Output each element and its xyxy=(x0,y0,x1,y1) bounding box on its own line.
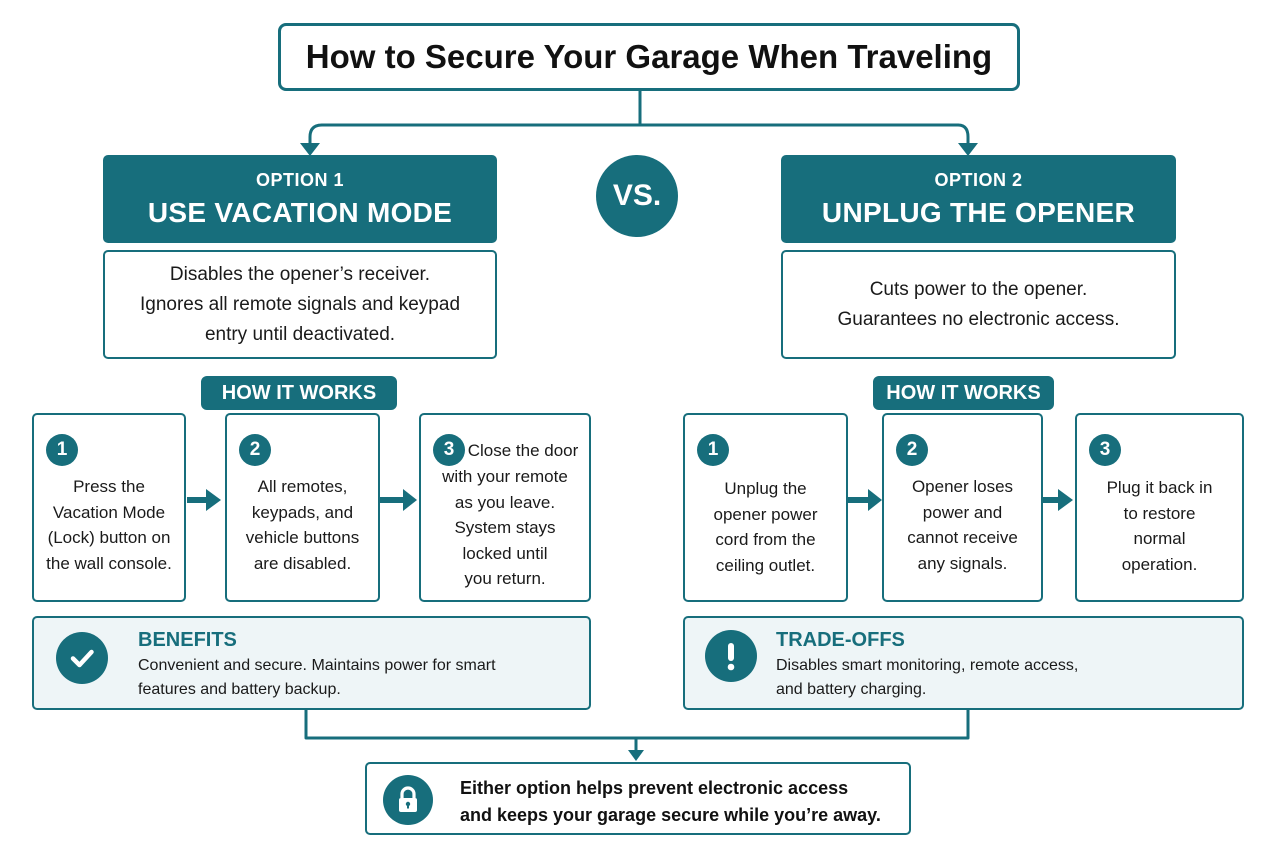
tradeoffs-text: Disables smart monitoring, remote access… xyxy=(776,654,1078,702)
summary-text-line: Either option helps prevent electronic a… xyxy=(460,778,849,798)
step-text: All remotes, keypads, and vehicle button… xyxy=(233,474,372,576)
step-text-line: ceiling outlet. xyxy=(715,555,816,575)
step-text-line: locked until xyxy=(462,543,548,563)
step-text-line: All remotes, xyxy=(257,477,348,496)
option1-step-1: 1 Press the Vacation Mode (Lock) button … xyxy=(32,413,186,602)
option2-header: OPTION 2 UNPLUG THE OPENER xyxy=(781,155,1176,243)
step-text-line: operation. xyxy=(1121,554,1198,574)
page-title-text: How to Secure Your Garage When Traveling xyxy=(305,38,993,75)
tradeoffs-text-line: Disables smart monitoring, remote access… xyxy=(776,657,1079,674)
step-text-line: any signals. xyxy=(917,553,1008,573)
benefits-text-line: features and battery backup. xyxy=(138,681,341,698)
option1-step-2: 2 All remotes, keypads, and vehicle butt… xyxy=(225,413,380,602)
step-text-line: Unplug the xyxy=(724,479,807,498)
option2-step-2: 2 Opener loses power and cannot receive … xyxy=(882,413,1043,602)
option1-description-line: Ignores all remote signals and keypad xyxy=(139,293,461,315)
benefits-text-line: Convenient and secure. Maintains power f… xyxy=(138,657,496,674)
summary-text: Either option helps prevent electronic a… xyxy=(460,775,881,829)
tradeoffs-text-line: and battery charging. xyxy=(776,681,927,698)
step-text-line: Opener loses xyxy=(911,477,1014,496)
step-text-line: you return. xyxy=(464,569,546,588)
step-text-line: as you leave. xyxy=(454,492,556,512)
step-text-line: power and xyxy=(922,502,1003,522)
check-icon xyxy=(56,632,108,684)
step-text-line: Close the door xyxy=(467,441,579,460)
option1-description-line: Disables the opener’s receiver. xyxy=(169,263,431,285)
step-text: Unplug the opener power cord from the ce… xyxy=(691,476,840,578)
step-text-line: Vacation Mode xyxy=(52,502,166,522)
step-number-badge: 2 xyxy=(896,434,928,466)
vs-badge: VS. xyxy=(596,155,678,237)
option2-title: UNPLUG THE OPENER xyxy=(821,196,1136,228)
vs-label: VS. xyxy=(612,179,662,212)
step-text: Opener loses power and cannot receive an… xyxy=(890,474,1035,576)
tradeoffs-title: TRADE-OFFS xyxy=(776,629,905,651)
step-text: Press the Vacation Mode (Lock) button on… xyxy=(40,474,178,576)
benefits-panel: BENEFITS Convenient and secure. Maintain… xyxy=(32,616,591,710)
option2-how-it-works-label: HOW IT WORKS xyxy=(873,376,1054,410)
step-text-line: (Lock) button on xyxy=(47,528,171,547)
lock-icon xyxy=(383,775,433,825)
summary-box: Either option helps prevent electronic a… xyxy=(365,762,911,835)
option1-how-it-works-label: HOW IT WORKS xyxy=(201,376,397,410)
benefits-title: BENEFITS xyxy=(138,629,237,651)
step-text-line: System stays xyxy=(454,518,556,537)
option1-header: OPTION 1 USE VACATION MODE xyxy=(103,155,497,243)
step-number-badge: 1 xyxy=(46,434,78,466)
step-number-badge: 2 xyxy=(239,434,271,466)
step-text: Close the door xyxy=(461,438,585,464)
step-text-line: the wall console. xyxy=(46,553,172,573)
page-title: How to Secure Your Garage When Traveling xyxy=(278,23,1020,91)
exclamation-icon xyxy=(705,630,757,682)
step-number-badge: 1 xyxy=(697,434,729,466)
benefits-text: Convenient and secure. Maintains power f… xyxy=(138,654,496,702)
option1-description-line: entry until deactivated. xyxy=(204,323,396,345)
option2-number: OPTION 2 xyxy=(934,169,1023,190)
step-text-line: cord from the xyxy=(715,530,816,549)
option2-description-line: Guarantees no electronic access. xyxy=(837,308,1120,330)
step-text-line: opener power xyxy=(713,504,818,524)
step-text: Plug it back in to restore normal operat… xyxy=(1083,475,1236,577)
summary-text-line: and keeps your garage secure while you’r… xyxy=(460,805,881,825)
step-text: with your remote as you leave. System st… xyxy=(427,464,583,592)
step-text-line: are disabled. xyxy=(253,553,352,573)
step-text-line: normal xyxy=(1133,529,1186,548)
step-text-line: Plug it back in xyxy=(1106,478,1213,497)
option1-number: OPTION 1 xyxy=(255,169,344,190)
option2-description: Cuts power to the opener. Guarantees no … xyxy=(781,250,1176,359)
step-text-line: vehicle buttons xyxy=(245,528,360,547)
step-number-badge: 3 xyxy=(433,434,465,466)
step-text-line: Press the xyxy=(73,477,145,496)
option1-step-3: 3 Close the door with your remote as you… xyxy=(419,413,591,602)
tradeoffs-panel: TRADE-OFFS Disables smart monitoring, re… xyxy=(683,616,1244,710)
option2-how-it-works-text: HOW IT WORKS xyxy=(886,381,1041,404)
step-text-line: cannot receive xyxy=(907,528,1018,547)
step-text-line: with your remote xyxy=(442,467,568,486)
option2-step-1: 1 Unplug the opener power cord from the … xyxy=(683,413,848,602)
option2-description-line: Cuts power to the opener. xyxy=(869,278,1088,300)
step-number-badge: 3 xyxy=(1089,434,1121,466)
option2-step-3: 3 Plug it back in to restore normal oper… xyxy=(1075,413,1244,602)
step-text-line: keypads, and xyxy=(251,502,354,522)
step-text-line: to restore xyxy=(1123,503,1196,523)
option1-how-it-works-text: HOW IT WORKS xyxy=(221,381,377,404)
option1-description: Disables the opener’s receiver. Ignores … xyxy=(103,250,497,359)
option1-title: USE VACATION MODE xyxy=(147,196,453,228)
